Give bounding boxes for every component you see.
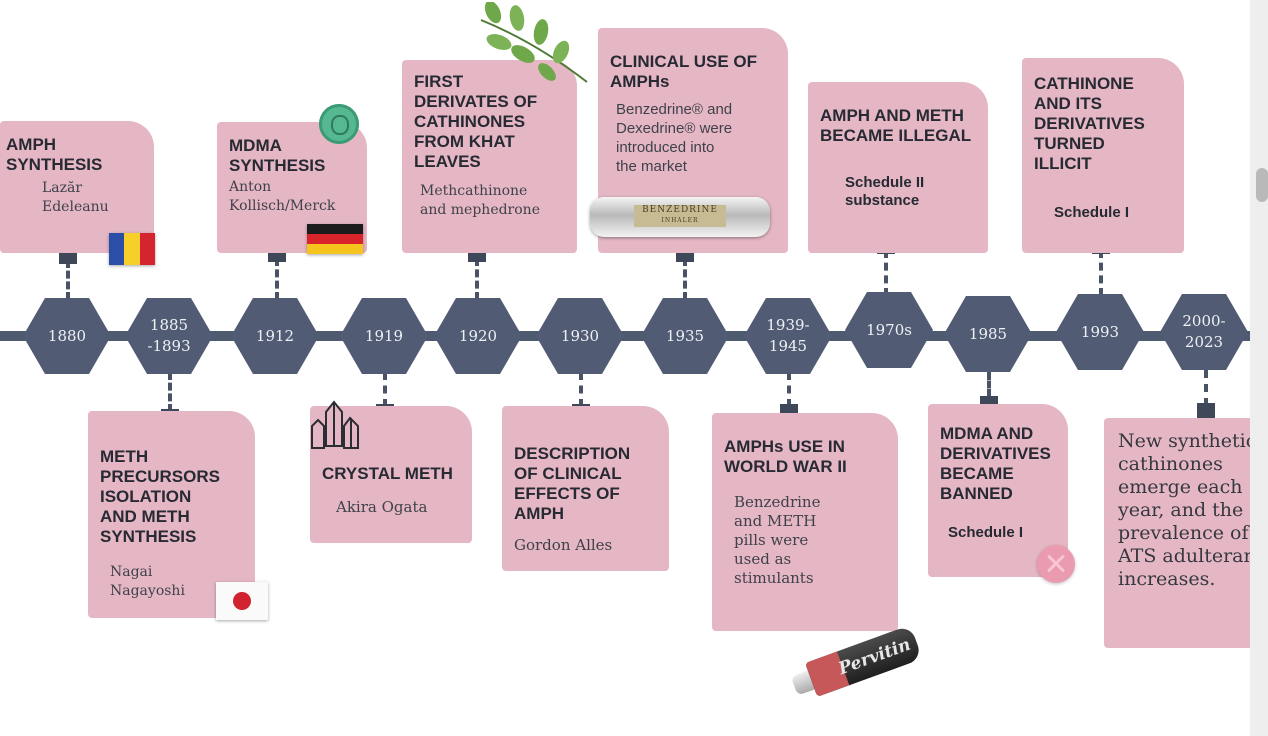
khat-leaves-icon xyxy=(480,2,588,83)
scrollbar-track[interactable] xyxy=(1250,0,1268,736)
schedule-label: Schedule II substance xyxy=(845,174,925,209)
year-hexagon-1970s: 1970s xyxy=(845,292,933,368)
pill-icon xyxy=(1037,545,1075,583)
year-hexagon-1912: 1912 xyxy=(231,298,319,374)
year-label: 1985 xyxy=(968,324,1008,343)
scrollbar-thumb[interactable] xyxy=(1256,168,1268,202)
year-hexagon-1920: 1920 xyxy=(434,298,522,374)
year-label: 1939- 1945 xyxy=(766,316,810,355)
connector-1985 xyxy=(987,372,991,397)
inhaler-label: BENZEDRINE xyxy=(642,205,718,215)
event-text: New synthetic cathinones emerge each yea… xyxy=(1118,430,1250,590)
year-hexagon-1930: 1930 xyxy=(536,298,624,374)
year-hexagon-1985: 1985 xyxy=(944,296,1032,372)
year-label: 1935 xyxy=(665,326,705,345)
year-hexagon-1885-1893: 1885 -1893 xyxy=(125,298,213,374)
connector-1939 xyxy=(787,372,791,407)
node-2000 xyxy=(1197,403,1215,421)
event-title: DESCRIPTION OF CLINICAL EFFECTS OF AMPH xyxy=(514,444,631,523)
pill-icon xyxy=(319,104,359,144)
event-subtitle: Methcathinone and mephedrone xyxy=(420,183,540,218)
year-label: 2000- 2023 xyxy=(1182,312,1226,351)
connector-1885 xyxy=(168,372,172,412)
event-title: AMPH AND METH BECAME ILLEGAL xyxy=(820,106,972,145)
event-title: MDMA AND DERIVATIVES BECAME BANNED xyxy=(940,424,1051,503)
connector-1919 xyxy=(383,372,387,407)
event-title: CATHINONE AND ITS DERIVATIVES TURNED ILL… xyxy=(1034,74,1145,173)
event-card-new-cathinones: New synthetic cathinones emerge each yea… xyxy=(1104,418,1250,648)
connector-1970s xyxy=(884,250,888,296)
connector-1912 xyxy=(275,258,279,300)
connector-1935 xyxy=(683,258,687,300)
connector-1930 xyxy=(579,372,583,407)
year-hexagon-1935: 1935 xyxy=(641,298,729,374)
connector-1880 xyxy=(66,260,70,300)
tube-label: Pervitin xyxy=(835,634,914,680)
event-title: AMPHs USE IN WORLD WAR II xyxy=(724,437,847,476)
year-label: 1920 xyxy=(458,326,498,345)
year-hexagon-2000-2023: 2000- 2023 xyxy=(1160,294,1248,370)
event-subtitle: Akira Ogata xyxy=(336,498,428,516)
year-hexagon-1919: 1919 xyxy=(340,298,428,374)
connector-1993 xyxy=(1099,250,1103,296)
event-subtitle: Gordon Alles xyxy=(514,536,613,554)
japan-flag-icon xyxy=(216,582,268,620)
benzedrine-inhaler-icon: BENZEDRINE INHALER xyxy=(590,197,770,237)
inhaler-sublabel: INHALER xyxy=(661,217,699,224)
event-subtitle: Nagai Nagayoshi xyxy=(110,564,185,599)
event-title: AMPH SYNTHESIS xyxy=(6,135,103,174)
event-title: FIRST DERIVATES OF CATHINONES FROM KHAT … xyxy=(414,72,538,171)
connector-2000 xyxy=(1204,370,1208,406)
event-card-amph-synthesis: AMPH SYNTHESIS Lazăr Edeleanu xyxy=(0,121,154,253)
year-hexagon-1880: 1880 xyxy=(23,298,111,374)
germany-flag-icon xyxy=(307,224,363,254)
event-card-clinical-effects: DESCRIPTION OF CLINICAL EFFECTS OF AMPH … xyxy=(502,406,669,571)
event-card-amph-meth-illegal: AMPH AND METH BECAME ILLEGAL Schedule II… xyxy=(808,82,988,253)
schedule-label: Schedule I xyxy=(948,524,1024,541)
year-label: 1993 xyxy=(1080,322,1120,341)
event-subtitle: Lazăr Edeleanu xyxy=(42,180,109,215)
year-label: 1885 -1893 xyxy=(147,316,191,355)
event-subtitle: Benzedrine® and Dexedrine® were introduc… xyxy=(616,101,733,175)
event-card-crystal-meth: CRYSTAL METH Akira Ogata xyxy=(310,406,472,543)
event-title: METH PRECURSORS ISOLATION AND METH SYNTH… xyxy=(100,447,220,546)
connector-1920 xyxy=(475,258,479,300)
event-subtitle: Benzedrine and METH pills were used as s… xyxy=(734,493,821,587)
year-label: 1970s xyxy=(866,320,912,339)
event-card-cathinone-illicit: CATHINONE AND ITS DERIVATIVES TURNED ILL… xyxy=(1022,58,1184,253)
crystal-icon xyxy=(311,400,359,449)
year-label: 1912 xyxy=(255,326,295,345)
year-label: 1919 xyxy=(364,326,404,345)
year-label: 1930 xyxy=(560,326,600,345)
year-hexagon-1939-1945: 1939- 1945 xyxy=(744,298,832,374)
event-card-world-war-ii: AMPHs USE IN WORLD WAR II Benzedrine and… xyxy=(712,413,898,631)
schedule-label: Schedule I xyxy=(1054,204,1130,221)
year-label: 1880 xyxy=(47,326,87,345)
event-card-cathinones-khat: FIRST DERIVATES OF CATHINONES FROM KHAT … xyxy=(402,60,577,253)
year-hexagon-1993: 1993 xyxy=(1056,294,1144,370)
event-subtitle: Anton Kollisch/Merck xyxy=(229,179,336,214)
timeline-axis xyxy=(0,331,1250,341)
romania-flag-icon xyxy=(109,233,155,265)
event-title: MDMA SYNTHESIS xyxy=(229,136,326,175)
event-title: CLINICAL USE OF AMPHs xyxy=(610,52,758,91)
pervitin-tube-icon: Pervitin xyxy=(786,619,924,707)
event-title: CRYSTAL METH xyxy=(322,464,453,483)
